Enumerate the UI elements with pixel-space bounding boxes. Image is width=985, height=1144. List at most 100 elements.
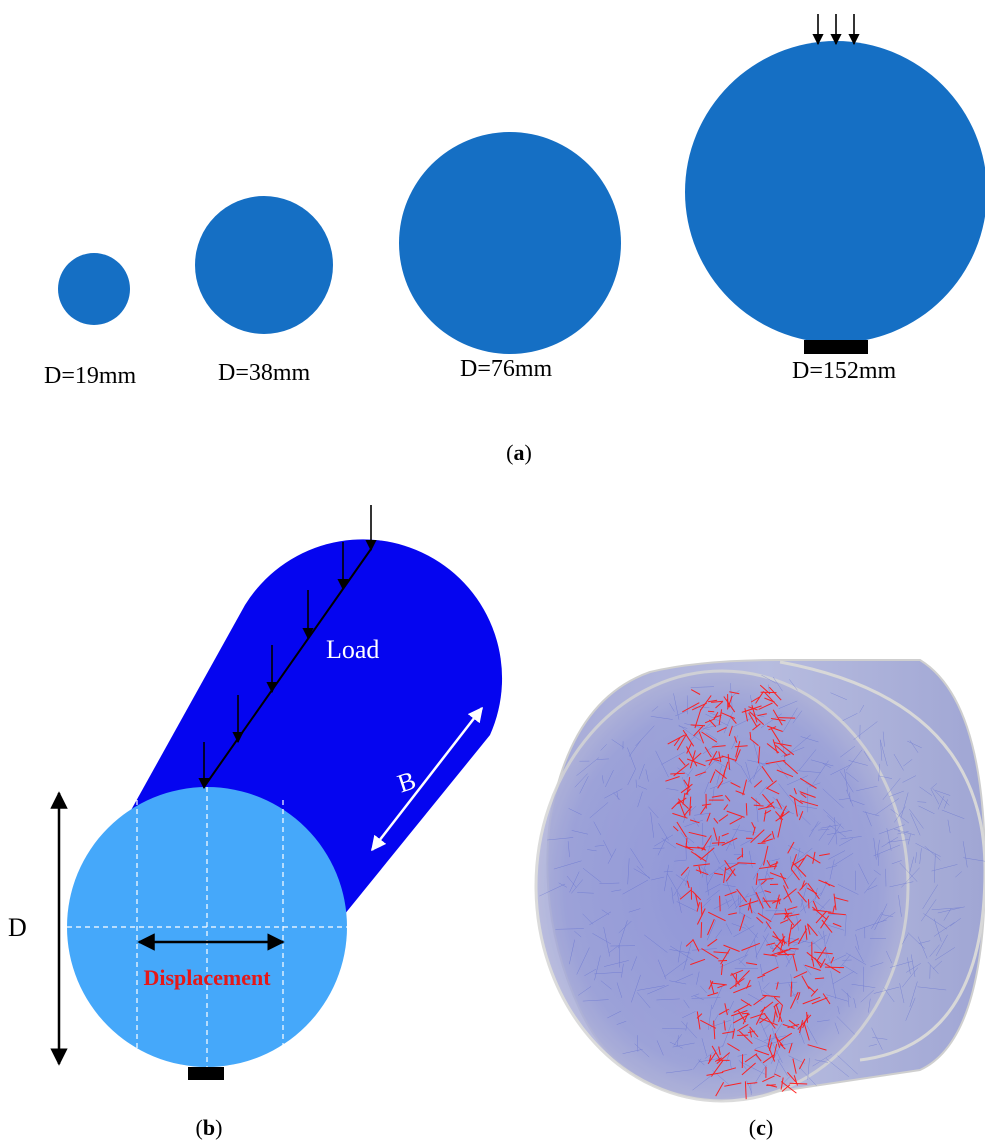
mesh-stroke — [692, 948, 717, 951]
mesh-stroke — [829, 824, 847, 838]
mesh-stroke — [902, 775, 917, 783]
mesh-stroke — [669, 949, 691, 954]
mesh-stroke — [874, 903, 888, 931]
mesh-stroke — [712, 786, 715, 802]
mesh-stroke — [808, 782, 821, 788]
face-grid — [67, 787, 347, 1067]
mesh-stroke — [901, 967, 918, 988]
mesh-stroke — [682, 1011, 696, 1019]
mesh-stroke — [637, 785, 647, 790]
mesh-stroke — [712, 1070, 730, 1085]
crack-stroke — [779, 1032, 793, 1042]
mesh-stroke — [812, 1053, 833, 1067]
label-d76: D=76mm — [460, 356, 553, 382]
mesh-stroke — [725, 923, 733, 935]
mesh-stroke — [576, 947, 590, 975]
mesh-stroke — [907, 932, 926, 949]
mesh-stroke — [874, 798, 900, 816]
crack-stroke — [763, 900, 781, 902]
mesh-stroke — [841, 988, 852, 998]
mesh-stroke — [669, 980, 687, 985]
mesh-stroke — [849, 792, 851, 802]
crack-stroke — [749, 1026, 759, 1038]
mesh-stroke — [652, 847, 665, 849]
crack-stroke — [741, 1062, 756, 1076]
crack-stroke — [806, 1011, 808, 1023]
mesh-stroke — [897, 830, 906, 835]
mesh-stroke — [669, 945, 694, 961]
mesh-stroke — [631, 956, 638, 971]
crack-stroke — [701, 731, 718, 743]
crack-stroke — [775, 894, 780, 910]
mesh-stroke — [650, 812, 655, 838]
crack-stroke — [767, 1034, 772, 1048]
mesh-stroke — [731, 923, 746, 929]
crack-stroke — [722, 1067, 737, 1073]
crack-stroke — [798, 1058, 806, 1070]
crack-stroke — [728, 725, 733, 737]
crack-stroke — [806, 854, 821, 864]
mesh-stroke — [886, 828, 892, 851]
crack-stroke — [779, 805, 787, 819]
mesh-stroke — [637, 1035, 639, 1052]
crack-stroke — [749, 711, 765, 725]
mesh-stroke — [882, 778, 901, 800]
mesh-stroke — [728, 897, 740, 909]
specimen-d76-circle — [399, 132, 621, 354]
mesh-stroke — [582, 999, 609, 1002]
mesh-stroke — [886, 950, 893, 964]
crack-stroke — [677, 797, 687, 805]
mesh-stroke — [955, 871, 962, 878]
mesh-stroke — [602, 775, 604, 784]
mesh-stroke — [770, 1019, 785, 1042]
mesh-stroke — [763, 982, 770, 990]
crack-stroke — [780, 872, 789, 889]
crack-stroke — [797, 928, 808, 945]
mesh-stroke — [788, 734, 811, 754]
mesh-stroke — [751, 885, 761, 905]
crack-stroke — [789, 794, 803, 805]
crack-stroke — [789, 1082, 808, 1085]
mesh-stroke — [627, 858, 630, 885]
mesh-stroke — [837, 1055, 858, 1075]
mesh-stroke — [637, 791, 643, 808]
crack-stroke — [750, 796, 761, 805]
mesh-stroke — [915, 842, 941, 857]
crack-stroke — [788, 1042, 793, 1054]
mesh-stroke — [666, 872, 682, 898]
mesh-stroke — [788, 1055, 805, 1064]
crack-stroke — [750, 696, 760, 703]
mesh-stroke — [726, 880, 737, 908]
mesh-stroke — [855, 920, 884, 931]
crack-stroke — [700, 805, 707, 815]
mesh-stroke — [800, 736, 819, 743]
mesh-stroke — [761, 674, 777, 684]
mesh-stroke — [722, 884, 736, 887]
crack-stroke — [728, 912, 737, 916]
crack-stroke — [713, 1020, 716, 1040]
crack-stroke — [755, 691, 765, 704]
mesh-stroke — [771, 858, 780, 862]
mesh-stroke — [662, 1027, 686, 1030]
mesh-stroke — [772, 797, 791, 813]
crack-stroke — [709, 771, 716, 783]
crack-stroke — [778, 1004, 783, 1023]
mesh-stroke — [798, 749, 817, 771]
mesh-stroke — [910, 954, 916, 977]
mesh-stroke — [846, 789, 854, 807]
crack-stroke — [765, 921, 772, 930]
mesh-stroke — [873, 869, 881, 876]
mesh-stroke — [753, 741, 761, 767]
mesh-stroke — [907, 834, 911, 845]
crack-stroke — [797, 1014, 812, 1030]
crack-stroke — [751, 821, 756, 829]
crack-stroke — [697, 846, 707, 851]
mesh-stroke — [738, 1059, 748, 1071]
crack-stroke — [723, 696, 736, 713]
crack-stroke — [773, 1010, 776, 1023]
mesh-stroke — [901, 934, 909, 945]
mesh-stroke — [698, 758, 718, 778]
mesh-stroke — [577, 892, 594, 894]
crack-stroke — [680, 783, 693, 794]
crack-stroke — [812, 851, 816, 864]
